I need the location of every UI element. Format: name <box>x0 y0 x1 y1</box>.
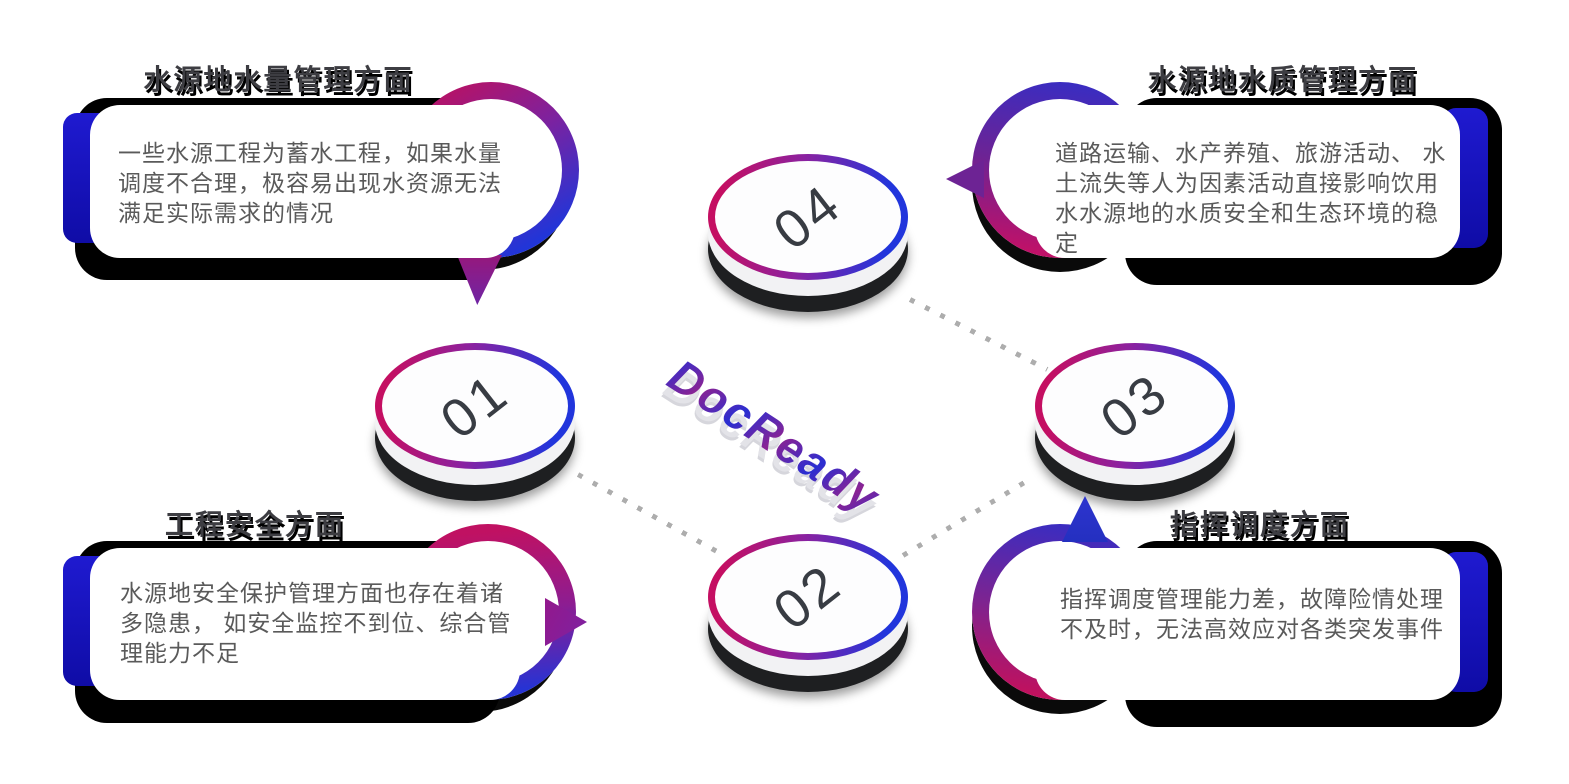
logo-text: DocReady <box>659 348 890 524</box>
card-body-text: 一些水源工程为蓄水工程，如果水量调度不合理，极容易出现水资源无法满足实际需求的情… <box>118 140 502 226</box>
card-title: 水源地水质管理方面 <box>1147 64 1418 95</box>
card-title: 水源地水量管理方面 <box>143 64 414 95</box>
step-number: 04 <box>762 172 854 262</box>
card-title: 指挥调度方面 <box>1169 509 1350 540</box>
disc-face-ring <box>708 154 908 280</box>
disc-face-ring <box>375 343 575 469</box>
card-panel: 道路运输、水产养殖、旅游活动、 水土流失等人为因素活动直接影响饮用水水源地的水质… <box>1035 105 1460 258</box>
card-water-quality: 道路运输、水产养殖、旅游活动、 水土流失等人为因素活动直接影响饮用水水源地的水质… <box>946 50 1569 330</box>
step-disc-03: 03 <box>1035 343 1235 503</box>
step-disc-01: 01 <box>375 343 575 503</box>
step-number: 02 <box>762 552 854 642</box>
card-panel: 指挥调度管理能力差，故障险情处理不及时，无法高效应对各类突发事件 <box>1035 548 1460 700</box>
disc-face-ring <box>1035 343 1235 469</box>
card-panel: 一些水源工程为蓄水工程，如果水量调度不合理，极容易出现水资源无法满足实际需求的情… <box>90 105 515 258</box>
card-title: 工程安全方面 <box>164 509 345 540</box>
card-command-dispatch: 指挥调度管理能力差，故障险情处理不及时，无法高效应对各类突发事件 指挥调度方面 <box>972 492 1569 772</box>
card-body-text: 道路运输、水产养殖、旅游活动、 水土流失等人为因素活动直接影响饮用水水源地的水质… <box>1055 140 1447 256</box>
watermark-logo: DocReady DocReady <box>656 348 891 532</box>
disc-face-ring <box>708 534 908 660</box>
speech-bubble-tail-left <box>946 160 984 198</box>
step-disc-02: 02 <box>708 534 908 694</box>
card-water-quantity: 一些水源工程为蓄水工程，如果水量调度不合理，极容易出现水资源无法满足实际需求的情… <box>40 50 620 330</box>
card-body-text: 水源地安全保护管理方面也存在着诸多隐患， 如安全监控不到位、综合管理能力不足 <box>120 580 512 666</box>
card-body-text: 指挥调度管理能力差，故障险情处理不及时，无法高效应对各类突发事件 <box>1060 586 1444 642</box>
card-engineering-safety: 水源地安全保护管理方面也存在着诸多隐患， 如安全监控不到位、综合管理能力不足 工… <box>40 492 620 772</box>
step-disc-04: 04 <box>708 154 908 314</box>
card-panel: 水源地安全保护管理方面也存在着诸多隐患， 如安全监控不到位、综合管理能力不足 <box>90 548 520 700</box>
speech-bubble-tail-down <box>457 255 502 305</box>
